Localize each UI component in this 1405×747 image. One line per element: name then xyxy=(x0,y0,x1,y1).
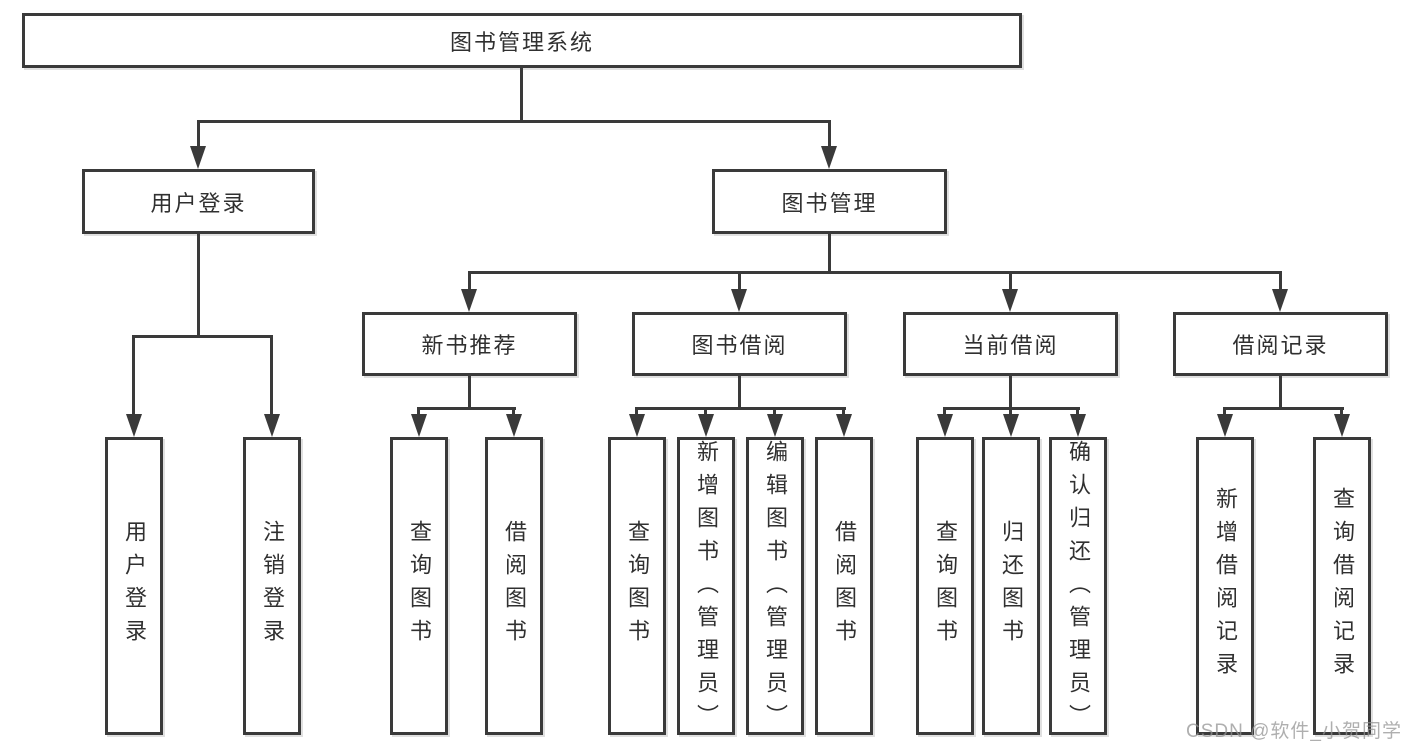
arrow-down-icon xyxy=(1217,414,1233,437)
connector-vline xyxy=(520,68,523,123)
connector-vline xyxy=(943,407,946,417)
connector-vline xyxy=(1340,407,1343,417)
connector-hline xyxy=(635,407,846,410)
connector-vline xyxy=(197,234,200,338)
node-borrowing-records: 借阅记录 xyxy=(1173,312,1388,376)
connector-vline xyxy=(468,376,471,410)
connector-vline xyxy=(704,407,707,417)
leaf-logout: 注销登录 xyxy=(243,437,301,735)
arrow-down-icon xyxy=(1272,289,1288,312)
arrow-down-icon xyxy=(506,414,522,437)
node-user-login: 用户登录 xyxy=(82,169,315,234)
leaf-recommend-borrow-book: 借阅图书 xyxy=(485,437,543,735)
connector-vline xyxy=(1076,407,1079,417)
leaf-borrowing-borrow-book: 借阅图书 xyxy=(815,437,873,735)
arrow-down-icon xyxy=(1002,289,1018,312)
connector-vline xyxy=(1279,271,1282,291)
leaf-current-return-book: 归还图书 xyxy=(982,437,1040,735)
node-book-management: 图书管理 xyxy=(712,169,947,234)
connector-vline xyxy=(635,407,638,417)
arrow-down-icon xyxy=(629,414,645,437)
connector-vline xyxy=(1009,271,1012,291)
connector-vline xyxy=(270,335,273,417)
connector-hline xyxy=(468,271,1282,274)
connector-hline xyxy=(132,335,273,338)
connector-hline xyxy=(417,407,516,410)
node-root: 图书管理系统 xyxy=(22,13,1022,68)
arrow-down-icon xyxy=(264,414,280,437)
connector-vline xyxy=(1009,407,1012,417)
connector-hline xyxy=(1223,407,1344,410)
connector-vline xyxy=(1009,376,1012,410)
connector-vline xyxy=(468,271,471,291)
connector-vline xyxy=(842,407,845,417)
arrow-down-icon xyxy=(937,414,953,437)
arrow-down-icon xyxy=(190,146,206,169)
connector-vline xyxy=(828,120,831,150)
arrow-down-icon xyxy=(461,289,477,312)
leaf-records-add-record: 新增借阅记录 xyxy=(1196,437,1254,735)
arrow-down-icon xyxy=(1003,414,1019,437)
leaf-records-query-record: 查询借阅记录 xyxy=(1313,437,1371,735)
arrow-down-icon xyxy=(836,414,852,437)
connector-vline xyxy=(1279,376,1282,410)
connector-vline xyxy=(197,120,200,150)
arrow-down-icon xyxy=(821,146,837,169)
connector-vline xyxy=(773,407,776,417)
connector-hline xyxy=(197,120,831,123)
connector-vline xyxy=(738,271,741,291)
connector-vline xyxy=(132,335,135,417)
leaf-recommend-query-book: 查询图书 xyxy=(390,437,448,735)
leaf-user-login: 用户登录 xyxy=(105,437,163,735)
connector-vline xyxy=(738,376,741,410)
arrow-down-icon xyxy=(767,414,783,437)
connector-vline xyxy=(1223,407,1226,417)
connector-vline xyxy=(828,234,831,274)
leaf-borrowing-query-book: 查询图书 xyxy=(608,437,666,735)
connector-vline xyxy=(512,407,515,417)
connector-vline xyxy=(417,407,420,417)
leaf-borrowing-add-book-admin: 新增图书（管理员） xyxy=(677,437,735,737)
watermark-text: CSDN @软件_小贺同学 xyxy=(1186,721,1402,742)
leaf-current-confirm-return-admin: 确认归还（管理员） xyxy=(1049,437,1107,737)
arrow-down-icon xyxy=(698,414,714,437)
leaf-borrowing-edit-book-admin: 编辑图书（管理员） xyxy=(746,437,804,737)
leaf-current-query-book: 查询图书 xyxy=(916,437,974,735)
arrow-down-icon xyxy=(1334,414,1350,437)
node-new-book-recommendation: 新书推荐 xyxy=(362,312,577,376)
arrow-down-icon xyxy=(126,414,142,437)
arrow-down-icon xyxy=(411,414,427,437)
arrow-down-icon xyxy=(1070,414,1086,437)
node-book-borrowing: 图书借阅 xyxy=(632,312,847,376)
node-current-borrowing: 当前借阅 xyxy=(903,312,1118,376)
arrow-down-icon xyxy=(731,289,747,312)
